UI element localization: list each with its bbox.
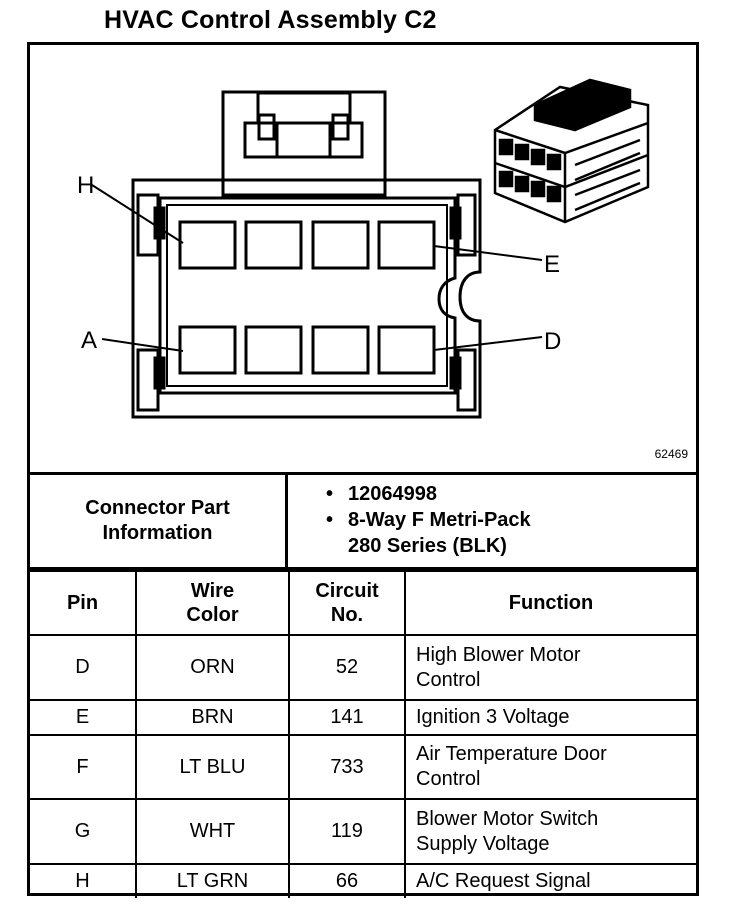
table-row: H LT GRN 66 A/C Request Signal bbox=[30, 863, 696, 898]
wire-color-cell: LT GRN bbox=[135, 863, 290, 898]
circuit-cell: 733 bbox=[288, 734, 406, 800]
pin-cell: E bbox=[30, 699, 137, 736]
page-title: HVAC Control Assembly C2 bbox=[104, 6, 437, 34]
function-cell: Ignition 3 Voltage bbox=[404, 699, 696, 736]
connector-info-label: Connector Part Information bbox=[30, 475, 288, 567]
header-circuit-no: Circuit No. bbox=[288, 570, 406, 636]
pin-cell: D bbox=[30, 634, 137, 701]
connector-figure: H E A D 62469 bbox=[30, 45, 702, 475]
pin-cell: F bbox=[30, 734, 137, 800]
pin-callout-d: D bbox=[544, 328, 561, 355]
table-row: G WHT 119 Blower Motor Switch Supply Vol… bbox=[30, 798, 696, 865]
table-row: E BRN 141 Ignition 3 Voltage bbox=[30, 699, 696, 736]
connector-isometric-view bbox=[493, 78, 650, 224]
part-number: 12064998 bbox=[326, 481, 531, 507]
circuit-cell: 141 bbox=[288, 699, 406, 736]
circuit-cell: 119 bbox=[288, 798, 406, 865]
diagram-frame: H E A D 62469 C bbox=[27, 42, 702, 898]
circuit-cell: 52 bbox=[288, 634, 406, 701]
pin-cell: H bbox=[30, 863, 137, 898]
connector-face-drawing: H E A D bbox=[77, 78, 650, 419]
table-row: F LT BLU 733 Air Temperature Door Contro… bbox=[30, 734, 696, 800]
wire-color-cell: BRN bbox=[135, 699, 290, 736]
function-cell: Air Temperature Door Control bbox=[404, 734, 696, 800]
header-pin: Pin bbox=[30, 570, 137, 636]
table-row: D ORN 52 High Blower Motor Control bbox=[30, 634, 696, 701]
pin-table: Pin Wire Color Circuit No. Function D OR… bbox=[30, 570, 696, 898]
wire-color-cell: LT BLU bbox=[135, 734, 290, 800]
function-cell: A/C Request Signal bbox=[404, 863, 696, 898]
function-cell: Blower Motor Switch Supply Voltage bbox=[404, 798, 696, 865]
pin-callout-e: E bbox=[544, 251, 560, 278]
connector-type: 8-Way F Metri-Pack 280 Series (BLK) bbox=[326, 507, 531, 559]
header-function: Function bbox=[404, 570, 696, 636]
wire-color-cell: WHT bbox=[135, 798, 290, 865]
pin-cell: G bbox=[30, 798, 137, 865]
connector-info-list: 12064998 8-Way F Metri-Pack 280 Series (… bbox=[326, 481, 531, 559]
connector-part-info: Connector Part Information 12064998 8-Wa… bbox=[30, 472, 696, 570]
pin-callout-a: A bbox=[81, 327, 97, 354]
function-cell: High Blower Motor Control bbox=[404, 634, 696, 701]
circuit-cell: 66 bbox=[288, 863, 406, 898]
wire-color-cell: ORN bbox=[135, 634, 290, 701]
pin-callout-h: H bbox=[77, 172, 94, 199]
header-wire-color: Wire Color bbox=[135, 570, 290, 636]
figure-number: 62469 bbox=[654, 447, 688, 461]
